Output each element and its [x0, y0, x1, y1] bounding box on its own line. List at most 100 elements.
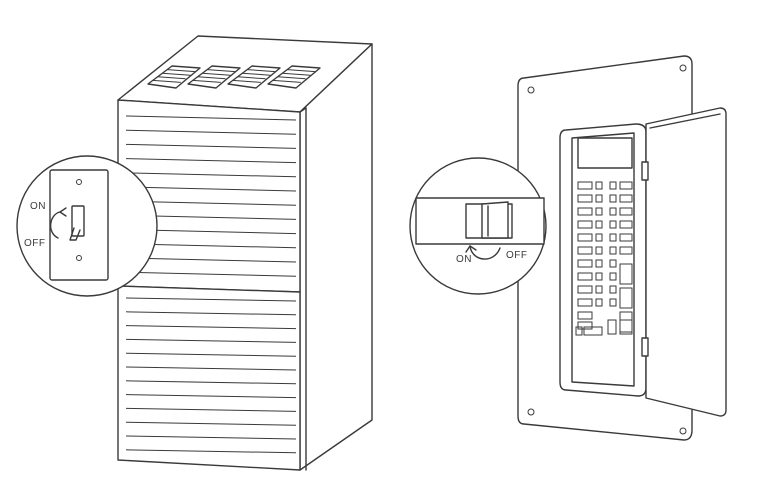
- breaker-switch: [577, 259, 593, 268]
- breaker-switch: [575, 326, 583, 336]
- breaker-switch: [619, 220, 633, 229]
- breaker-switch: [577, 207, 593, 216]
- louver-slat: [125, 380, 297, 385]
- breaker-switch: [609, 246, 617, 255]
- panel-door: [645, 107, 727, 417]
- louver-slat: [125, 271, 297, 277]
- breaker-switch: [577, 298, 593, 307]
- breaker-switch: [577, 246, 593, 255]
- vent-slat: [272, 79, 301, 83]
- breaker-switch: [619, 233, 633, 242]
- louver-slat: [125, 366, 297, 371]
- breaker-switch: [595, 272, 603, 281]
- rotate-arrow-icon: [50, 211, 61, 239]
- breaker-switch: [607, 319, 617, 335]
- louver-slat: [125, 257, 297, 263]
- panel-screw-icon: [527, 408, 535, 416]
- louver-slat: [125, 297, 297, 302]
- vent-slat: [277, 76, 306, 80]
- panel-screw-icon: [527, 86, 535, 94]
- louver-slat: [125, 394, 297, 399]
- breaker-switch: [583, 326, 603, 336]
- louver-slat: [125, 311, 297, 316]
- toggle-lever: [69, 227, 81, 241]
- breaker-switch: [609, 194, 617, 203]
- louver-slat: [125, 421, 297, 426]
- louver-slat: [125, 143, 297, 149]
- breaker-off-label: OFF: [506, 250, 528, 261]
- breaker-switch: [609, 259, 617, 268]
- arrow-head: [59, 207, 67, 217]
- vent-slat: [232, 79, 261, 83]
- louver-slat: [125, 129, 297, 135]
- lower-louvers: [125, 297, 297, 454]
- louver-slat: [125, 338, 297, 343]
- louver-slat: [125, 407, 297, 412]
- louver-slat: [125, 435, 297, 440]
- panel-deadfront: [559, 123, 647, 397]
- toggle-handle: [481, 201, 509, 239]
- furnace-unit: [117, 35, 373, 471]
- vent-slat: [162, 72, 191, 76]
- light-switch-icon: [71, 205, 85, 237]
- breaker-switch: [609, 207, 617, 216]
- breaker-switch: [577, 220, 593, 229]
- breaker-switch: [619, 181, 633, 190]
- breaker-switch: [595, 298, 603, 307]
- breaker-switch: [595, 285, 603, 294]
- furnace-side: [299, 43, 373, 471]
- breaker-switch: [595, 207, 603, 216]
- louver-slat: [125, 325, 297, 330]
- label-window: [577, 137, 633, 169]
- door-hinge: [641, 161, 649, 181]
- furnace-on-label: ON: [30, 201, 46, 212]
- louver-slat: [125, 172, 297, 178]
- breaker-switch: [595, 233, 603, 242]
- vent-slat: [192, 79, 221, 83]
- double-breaker: [619, 263, 633, 285]
- vent-slat: [197, 76, 226, 80]
- breaker-switch: [619, 194, 633, 203]
- furnace-switch-callout: ON OFF: [16, 155, 158, 297]
- breaker-switch: [609, 298, 617, 307]
- breaker-switch: [577, 194, 593, 203]
- breaker-switch: [619, 246, 633, 255]
- circuit-breaker-panel: [517, 55, 727, 441]
- rotate-arrow-icon: [469, 245, 501, 260]
- breaker-switch: [595, 181, 603, 190]
- breaker-switch: [577, 181, 593, 190]
- breaker-switch: [595, 194, 603, 203]
- breaker-rows: [575, 181, 633, 336]
- vent-slat: [167, 69, 196, 73]
- louver-slat: [125, 449, 297, 454]
- louver-slat: [125, 200, 297, 206]
- top-vents: [147, 65, 321, 89]
- breaker-switch: [595, 246, 603, 255]
- breaker-switch: [577, 272, 593, 281]
- plate-screw-icon: [76, 255, 82, 261]
- breaker-switch: [577, 233, 593, 242]
- breaker-switch: [609, 181, 617, 190]
- vent-slat: [282, 72, 311, 76]
- breaker-switch: [577, 321, 593, 330]
- breaker-on-label: ON: [456, 254, 472, 265]
- furnace-off-label: OFF: [24, 238, 46, 249]
- breaker-switch-callout: ON OFF: [409, 157, 547, 295]
- breaker-switch: [619, 319, 633, 335]
- breaker-switch: [577, 311, 593, 320]
- double-breaker: [619, 287, 633, 309]
- breaker-switch: [595, 259, 603, 268]
- breaker-switch: [619, 207, 633, 216]
- panel-inner: [571, 132, 635, 387]
- panel-screw-icon: [679, 427, 687, 435]
- breaker-switch: [577, 285, 593, 294]
- vent-slat: [247, 69, 276, 73]
- vent-slat: [242, 72, 271, 76]
- breaker-switch: [609, 285, 617, 294]
- door-hinge: [641, 337, 649, 357]
- breaker-switch: [609, 272, 617, 281]
- vent-slat: [237, 76, 266, 80]
- door-edge: [649, 113, 721, 129]
- louver-slat: [125, 186, 297, 192]
